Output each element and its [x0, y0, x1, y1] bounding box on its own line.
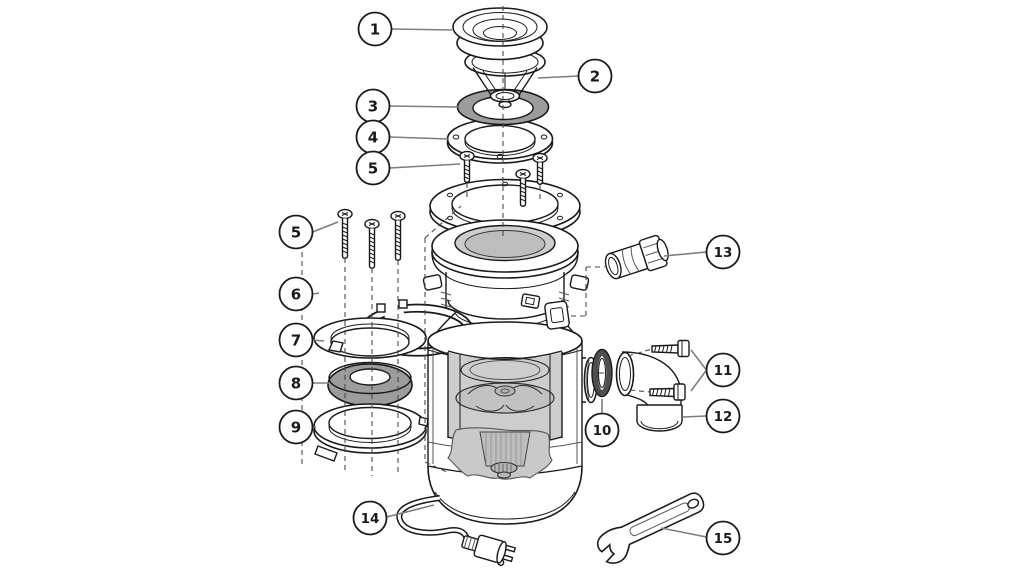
lower-mounting-ring-drawing	[313, 403, 429, 462]
callout-5-upper: 5	[355, 150, 391, 186]
callout-3: 3	[355, 88, 391, 124]
wrench-drawing	[596, 492, 705, 564]
leader-lines	[312, 28, 708, 538]
callout-8-number: 8	[291, 375, 301, 393]
callout-9-number: 9	[291, 419, 301, 437]
disposer-body-drawing	[422, 219, 599, 525]
callout-1-number: 1	[370, 21, 380, 39]
callout-7: 7	[278, 322, 314, 358]
callout-10: 10	[584, 412, 620, 448]
callout-2-number: 2	[590, 68, 600, 86]
callout-12: 12	[705, 398, 741, 434]
callout-6-number: 6	[291, 286, 301, 304]
mounting-screws-upper-drawing	[459, 150, 548, 207]
discharge-outlet-stub	[582, 356, 599, 404]
hose-connector-drawing	[604, 234, 669, 280]
fiber-gasket-drawing	[327, 361, 413, 407]
sink-flange-drawing	[452, 7, 548, 61]
power-cord-drawing	[396, 495, 517, 566]
callout-6: 6	[278, 276, 314, 312]
callout-15: 15	[705, 520, 741, 556]
callout-11-number: 11	[714, 363, 733, 379]
dishwasher-inlet-port	[544, 300, 570, 330]
callout-4-number: 4	[368, 129, 378, 147]
callout-15-number: 15	[714, 531, 733, 547]
callout-13: 13	[705, 234, 741, 270]
callout-5-upper-number: 5	[368, 160, 378, 178]
backup-flange-drawing	[446, 118, 554, 164]
callout-2: 2	[577, 58, 613, 94]
elbow-bolts-drawing	[649, 339, 690, 401]
callout-8: 8	[278, 365, 314, 401]
callout-10-number: 10	[593, 423, 612, 439]
mounting-screws-lower-drawing	[337, 208, 406, 269]
callout-14-number: 14	[361, 511, 380, 527]
callout-11: 11	[705, 352, 741, 388]
callout-7-number: 7	[291, 332, 301, 350]
support-ring-drawing	[313, 317, 427, 359]
callout-9: 9	[278, 409, 314, 445]
power-plug	[461, 534, 517, 566]
callout-1: 1	[357, 11, 393, 47]
callout-12-number: 12	[714, 409, 733, 425]
callout-3-number: 3	[368, 98, 378, 116]
callout-4: 4	[355, 119, 391, 155]
callout-5-lower: 5	[278, 214, 314, 250]
callout-5-lower-number: 5	[291, 224, 301, 242]
callout-13-number: 13	[714, 245, 733, 261]
callout-14: 14	[352, 500, 388, 536]
